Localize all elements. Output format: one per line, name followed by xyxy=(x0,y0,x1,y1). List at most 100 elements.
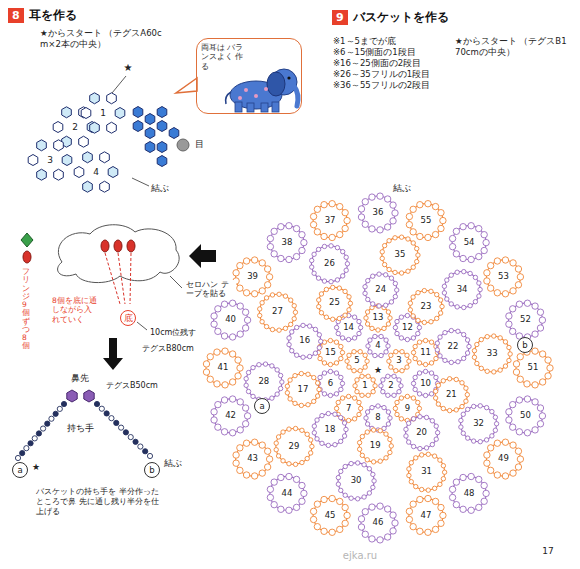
bead-loop xyxy=(206,351,240,385)
bead-loop xyxy=(508,303,542,337)
bead xyxy=(334,325,338,329)
bead xyxy=(339,375,343,379)
bead xyxy=(382,262,386,266)
hex-bead xyxy=(54,169,64,180)
bead xyxy=(277,328,281,332)
bead xyxy=(346,418,350,422)
bead xyxy=(244,383,248,387)
bead xyxy=(426,488,430,492)
bead xyxy=(379,384,383,388)
bead xyxy=(429,392,433,396)
section-badge: 9バスケットを作る xyxy=(332,10,449,25)
bead xyxy=(510,470,516,476)
bead-loop xyxy=(337,396,361,420)
handle-bead xyxy=(104,411,109,416)
bead xyxy=(372,479,376,483)
bead xyxy=(229,300,235,306)
bead xyxy=(462,305,466,309)
bead xyxy=(471,404,475,408)
loop-number: 48 xyxy=(462,489,477,499)
bead xyxy=(274,448,278,452)
bead xyxy=(397,389,401,393)
bead xyxy=(484,278,490,284)
bead xyxy=(537,421,543,427)
bead xyxy=(280,380,284,384)
bead xyxy=(263,362,267,366)
direction-arrow xyxy=(103,338,123,370)
bead xyxy=(414,456,418,460)
bead xyxy=(386,374,390,378)
bead xyxy=(479,337,483,341)
loop-number: 7 xyxy=(344,404,353,414)
bead xyxy=(411,381,415,385)
bead xyxy=(246,389,250,393)
bead xyxy=(369,226,375,232)
bead xyxy=(532,303,538,309)
eye-bead xyxy=(177,139,189,151)
bead xyxy=(221,397,227,403)
bead xyxy=(318,375,322,379)
bead xyxy=(387,239,391,243)
bead xyxy=(314,229,320,235)
bead xyxy=(438,335,442,339)
bead xyxy=(416,290,420,294)
bead xyxy=(235,357,241,363)
bead xyxy=(468,303,472,307)
bead xyxy=(440,304,444,308)
bead xyxy=(449,486,455,492)
bead xyxy=(406,213,412,219)
bead-loop xyxy=(508,399,542,433)
bead xyxy=(242,309,248,315)
bead xyxy=(443,330,447,334)
bead xyxy=(441,477,445,481)
bead xyxy=(417,340,421,344)
bead xyxy=(484,405,488,409)
node-text: b xyxy=(149,466,154,475)
note-label: ※6～15側面の1段目 xyxy=(333,47,416,58)
bead-loop xyxy=(452,476,486,510)
bead xyxy=(363,365,367,369)
bead xyxy=(524,381,530,387)
bead xyxy=(373,353,377,357)
bead xyxy=(371,389,375,393)
bead xyxy=(237,399,243,405)
loop-number: 15 xyxy=(323,348,338,358)
bead xyxy=(264,324,268,328)
hex-bead xyxy=(133,107,143,118)
loop-number: 55 xyxy=(418,216,433,226)
bead xyxy=(399,384,403,388)
bead xyxy=(513,361,519,367)
bead xyxy=(334,371,338,375)
note-label: 1 xyxy=(98,108,108,118)
bead xyxy=(368,350,372,354)
bead xyxy=(422,320,426,324)
bead xyxy=(532,382,538,388)
bead xyxy=(207,376,213,382)
bead xyxy=(510,288,516,294)
loop-number: 44 xyxy=(279,489,294,499)
bead xyxy=(377,272,381,276)
bead-loop xyxy=(355,376,375,396)
note-label: ※36～55フリルの2段目 xyxy=(333,80,430,91)
bead xyxy=(258,307,262,311)
bead xyxy=(476,253,482,259)
bead xyxy=(449,273,453,277)
bead xyxy=(363,285,367,289)
loop-number: 31 xyxy=(419,467,434,477)
bead xyxy=(244,377,248,381)
bead xyxy=(429,289,433,293)
loop-number: 20 xyxy=(414,428,429,438)
bead xyxy=(322,244,326,248)
bead xyxy=(352,336,356,340)
bead xyxy=(370,326,374,330)
bead xyxy=(386,410,390,414)
bead xyxy=(243,472,249,478)
bead xyxy=(203,361,209,367)
hex-bead xyxy=(53,122,63,133)
bead xyxy=(478,439,482,443)
bead xyxy=(386,393,390,397)
bead xyxy=(293,504,299,510)
bead xyxy=(242,405,248,411)
bead xyxy=(320,441,324,445)
bead xyxy=(507,358,511,362)
